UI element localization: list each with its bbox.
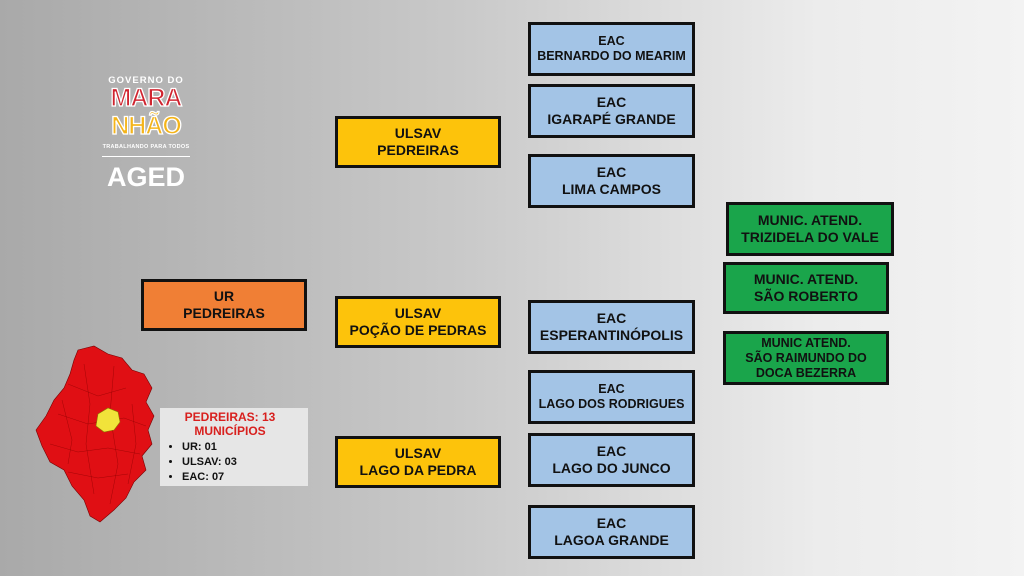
ulsav-line1: ULSAV bbox=[394, 305, 442, 322]
list-item: UR: 01 bbox=[182, 440, 237, 455]
eac-line1: EAC bbox=[598, 34, 625, 48]
ur-line1: UR bbox=[213, 288, 235, 305]
munic-line2: SÃO RAIMUNDO DO bbox=[745, 350, 867, 365]
ulsav-pocao-de-pedras-box: ULSAV POÇÃO DE PEDRAS bbox=[335, 296, 501, 348]
ulsav-pedreiras-box: ULSAV PEDREIRAS bbox=[335, 116, 501, 168]
ur-pedreiras-box: UR PEDREIRAS bbox=[141, 279, 307, 331]
logo-word-nhao: NHÃO bbox=[111, 112, 183, 140]
munic-line3: DOCA BEZERRA bbox=[755, 365, 857, 380]
eac-line1: EAC bbox=[598, 382, 625, 396]
eac-line2: IGARAPÉ GRANDE bbox=[547, 111, 676, 127]
eac-line2: LAGO DOS RODRIGUES bbox=[538, 397, 685, 411]
list-item: ULSAV: 03 bbox=[182, 455, 237, 470]
munic-sao-raimundo-do-doca-bezerra-box: MUNIC ATEND. SÃO RAIMUNDO DO DOCA BEZERR… bbox=[723, 331, 889, 385]
ulsav-line2: POÇÃO DE PEDRAS bbox=[349, 322, 487, 338]
munic-trizidela-do-vale-box: MUNIC. ATEND. TRIZIDELA DO VALE bbox=[726, 202, 894, 256]
munic-line2: TRIZIDELA DO VALE bbox=[741, 229, 879, 245]
region-summary-title: PEDREIRAS: 13 MUNICÍPIOS bbox=[160, 410, 300, 439]
pedreiras-region-highlight bbox=[95, 407, 121, 433]
logo-word-mara: MARA bbox=[110, 84, 183, 112]
munic-line1: MUNIC. ATEND. bbox=[757, 212, 863, 229]
ulsav-lago-da-pedra-box: ULSAV LAGO DA PEDRA bbox=[335, 436, 501, 488]
eac-line2: ESPERANTINÓPOLIS bbox=[539, 327, 684, 343]
list-item: EAC: 07 bbox=[182, 470, 237, 485]
eac-esperantinopolis-box: EAC ESPERANTINÓPOLIS bbox=[528, 300, 695, 354]
maranhao-state-map bbox=[35, 345, 155, 523]
logo-subtitle: TRABALHANDO PARA TODOS bbox=[102, 144, 190, 150]
ulsav-line2: LAGO DA PEDRA bbox=[359, 462, 477, 478]
munic-sao-roberto-box: MUNIC. ATEND. SÃO ROBERTO bbox=[723, 262, 889, 314]
eac-line2: BERNARDO DO MEARIM bbox=[537, 49, 686, 63]
munic-line1: MUNIC ATEND. bbox=[761, 335, 851, 350]
logo-divider bbox=[102, 156, 190, 157]
logo-top-text: GOVERNO DO bbox=[108, 75, 184, 86]
state-map-shape bbox=[35, 345, 155, 523]
eac-line2: LIMA CAMPOS bbox=[561, 181, 662, 197]
eac-line1: EAC bbox=[596, 443, 627, 460]
region-summary-title-line1: PEDREIRAS: 13 bbox=[184, 410, 276, 424]
ulsav-line1: ULSAV bbox=[394, 125, 442, 142]
eac-line1: EAC bbox=[596, 164, 627, 181]
region-summary-list: UR: 01 ULSAV: 03 EAC: 07 bbox=[166, 440, 237, 485]
eac-line1: EAC bbox=[596, 310, 627, 327]
logo-agency: AGED bbox=[106, 162, 185, 192]
ulsav-line1: ULSAV bbox=[394, 445, 442, 462]
eac-lima-campos-box: EAC LIMA CAMPOS bbox=[528, 154, 695, 208]
eac-lagoa-grande-box: EAC LAGOA GRANDE bbox=[528, 505, 695, 559]
ulsav-line2: PEDREIRAS bbox=[377, 142, 459, 158]
governo-maranhao-aged-logo: GOVERNO DO MARA NHÃO TRABALHANDO PARA TO… bbox=[96, 72, 198, 200]
munic-line1: MUNIC. ATEND. bbox=[753, 271, 859, 288]
eac-lago-dos-rodrigues-box: EAC LAGO DOS RODRIGUES bbox=[528, 370, 695, 424]
eac-line2: LAGOA GRANDE bbox=[554, 532, 669, 548]
eac-line1: EAC bbox=[596, 94, 627, 111]
eac-line1: EAC bbox=[596, 515, 627, 532]
eac-lago-do-junco-box: EAC LAGO DO JUNCO bbox=[528, 433, 695, 487]
eac-bernardo-do-mearim-box: EAC BERNARDO DO MEARIM bbox=[528, 22, 695, 76]
region-summary-title-line2: MUNICÍPIOS bbox=[194, 424, 266, 439]
ur-line2: PEDREIRAS bbox=[183, 305, 265, 321]
eac-line2: LAGO DO JUNCO bbox=[552, 460, 671, 476]
munic-line2: SÃO ROBERTO bbox=[754, 288, 858, 304]
eac-igarape-grande-box: EAC IGARAPÉ GRANDE bbox=[528, 84, 695, 138]
region-summary-box: PEDREIRAS: 13 MUNICÍPIOS UR: 01 ULSAV: 0… bbox=[160, 408, 308, 486]
